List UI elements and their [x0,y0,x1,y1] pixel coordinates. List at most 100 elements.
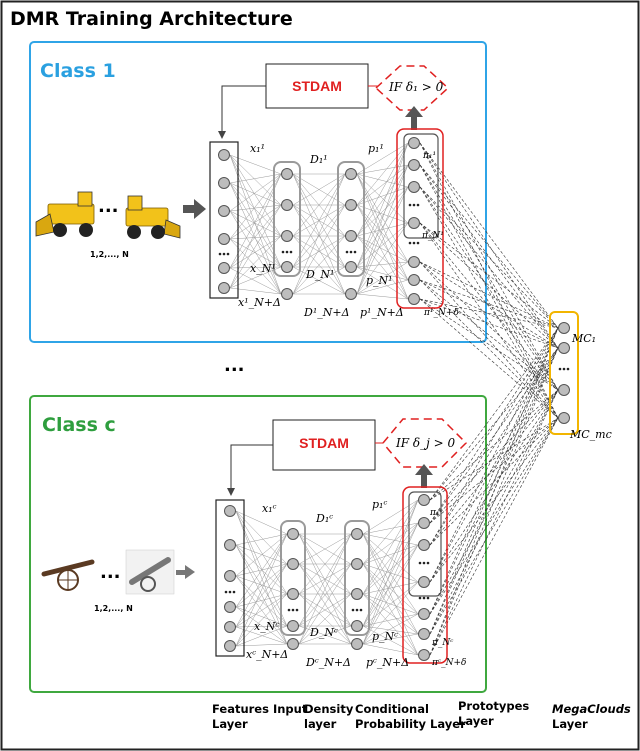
megacloud-connection-line [419,279,559,329]
class1-D1-label: D₁¹ [310,153,328,166]
class1-up-arrow [405,106,423,130]
megaclouds-label-line1: MegaClouds [552,702,631,716]
megacloud-box [549,311,579,435]
prototypes-label-line2: Layer [458,714,494,728]
class1-ellipsis-dot [408,241,412,245]
class1-connection-line [356,204,409,263]
classc-title: Class c [42,414,116,436]
class1-connection-line [356,261,409,268]
class1-connection-line [292,173,346,206]
class1-prototype-box [396,128,444,309]
megacloud-connection-line [429,389,559,656]
classc-connection-line [362,563,419,656]
classc-connection-line [298,593,352,627]
classc-input-arrow [176,565,195,579]
classc-connection-line [362,625,419,656]
megacloud-connection-line [419,186,559,349]
megacloud-ellipsis-dot [558,367,562,371]
class1-layer1-node [218,205,230,217]
megacloud-connection-line [419,186,559,419]
classc-ellipsis-dot [426,596,430,600]
classc-connection-line [362,643,419,656]
class1-loader-image-1 [35,191,95,237]
megaclouds-label-line2: Layer [552,717,588,731]
class1-connection-line [356,186,409,268]
class1-ellipsis-dot [285,250,289,254]
class1-feature-layer-box [209,141,239,299]
class1-connection-line [356,173,409,224]
class1-pN-label: p_N¹ [366,274,393,287]
class1-connection-line [356,261,409,295]
class1-layer2-node [281,261,293,273]
classc-connection-line [298,563,352,627]
middle-ellipsis: ... [224,355,245,376]
megacloud-connection-line [419,164,559,391]
class1-piN-label: π_N¹ [422,231,444,241]
classc-image-ellipsis: ... [100,562,121,583]
classc-piNd-label: πᶜ_N+δ [432,658,467,668]
conditional-label-line2: Probability Layer [355,717,466,731]
megacloud-node [558,412,570,424]
classc-condition-diamond [382,418,468,468]
class1-connection-line [292,173,346,295]
classc-ellipsis-dot [232,590,236,594]
classc-prototype-inner-box [408,491,442,597]
class1-box [29,41,487,343]
class1-connection-line [292,235,346,268]
class1-connection-line [292,173,346,237]
classc-connection-line [362,499,419,645]
class1-ellipsis-dot [281,250,285,254]
prototypes-layer-label: Prototypes Layer [458,699,529,729]
class1-ellipsis-dot [289,250,293,254]
classc-connection-line [362,613,419,645]
classc-layer1-node [224,640,236,652]
class1-xN-label: x_N¹ [250,262,276,275]
megacloud-connection-line [429,327,559,656]
megacloud-connection-line [419,261,559,329]
megacloud-node [558,384,570,396]
class1-connection-line [292,204,346,268]
classc-stdam-label: STDAM [299,435,349,451]
classc-layer2-node [287,588,299,600]
classc-DNd-label: Dᶜ_N+Δ [306,656,351,669]
class1-condition-diamond [374,65,450,111]
class1-input-arrow [183,199,206,219]
class1-ellipsis-dot [412,241,416,245]
class1-layer4-node [408,217,420,229]
class1-layer4-node [408,256,420,268]
class1-layer4-node [408,293,420,305]
class1-layer2-node [281,168,293,180]
class1-DN-label: D_N¹ [306,268,335,281]
prototypes-label-line1: Prototypes [458,699,530,713]
class1-title: Class 1 [40,60,116,82]
class1-layer3-node [345,168,357,180]
class1-layer3-node [345,261,357,273]
classc-connection-line [298,533,352,595]
class1-layer3-node [345,199,357,211]
classc-connection-line [362,563,419,635]
classc-cannon-image-1 [41,559,95,591]
megacloud-connection-line [419,142,559,329]
megacloud-connection-line [419,261,559,349]
class1-connection-line [356,164,409,206]
megacloud-bottom-label: MC_mc [570,428,612,441]
vertical-ellipsis-dots [218,203,570,612]
features-input-layer-label: Features Input Layer [212,702,307,732]
classc-density-layer-box [280,520,306,636]
classc-feature-layer-box [215,499,245,657]
classc-ellipsis-dot [422,561,426,565]
megacloud-connection-line [429,347,559,583]
megacloud-connection-line [429,417,559,615]
megacloud-connection-line [429,389,559,501]
class1-connection-line [356,204,409,224]
class1-connection-line [356,235,409,281]
network-nodes [218,137,570,661]
class1-layer1-node [218,233,230,245]
megacloud-connection-line [419,298,559,391]
megacloud-connection-line [429,389,559,524]
classc-layer3-node [351,528,363,540]
classc-ellipsis-dot [426,561,430,565]
class1-connection-line [292,266,346,295]
megacloud-connection-line [429,417,559,635]
